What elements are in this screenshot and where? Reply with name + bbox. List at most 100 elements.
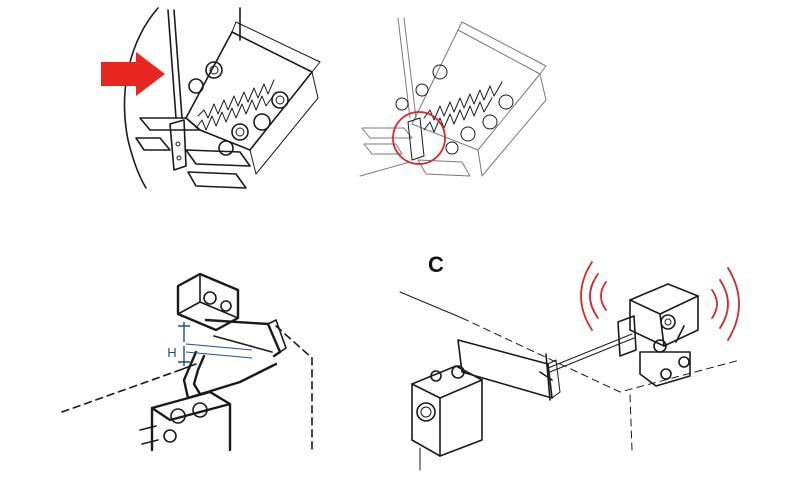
bolt [271,91,289,109]
table-edge-dashed [61,369,181,413]
rail-2 [363,143,403,155]
switch-screw [430,370,442,382]
highlight-circle [392,111,446,165]
wave-arc [600,281,607,311]
clamp-detail [139,425,159,445]
bolt [498,94,514,110]
rail-3 [185,149,251,167]
bolt-center [235,127,245,137]
serrated-jaw-upper [197,79,275,119]
base-screw [678,356,690,368]
vertical-rod [397,17,417,119]
rail-4 [187,171,247,189]
serrated-jaw-upper [423,81,503,121]
housing-screw-center [664,318,672,326]
vertical-plate [457,339,553,399]
actuator-rod [213,335,273,353]
bracket-hole [176,155,182,161]
rod-bracket [407,117,425,161]
switch-button [416,402,436,422]
sensor-mount [617,315,637,357]
dimension-extension [185,343,253,359]
table-corner-dashed [629,394,633,451]
serrated-jaw-lower [423,97,493,133]
bolt [253,113,271,131]
bolt [445,141,459,155]
housing-screw [220,300,232,312]
housing-edges [629,295,699,347]
bolt [432,64,448,80]
bolt [205,61,223,79]
pointer-mark [675,325,685,343]
z-arm [182,350,278,400]
magnifier-frame [123,7,159,189]
table-edge-dashed [461,317,741,393]
wave-arc [589,273,599,319]
base-screw [660,368,672,380]
panel-label-c: C [428,252,444,277]
switch-button-inner [420,406,432,418]
panel-bottom-left: H [61,272,313,452]
bolt [218,140,234,156]
panel-bottom-right [399,261,741,471]
table-edge [179,363,197,371]
plate-lip [457,21,547,75]
sensor-housing [629,283,699,347]
sensor-base [639,351,691,387]
housing-edges [177,273,239,319]
lever-slot [539,353,553,401]
plate-lip [231,21,321,73]
dimension-ticks [178,325,190,363]
vibration-waves-right [711,267,740,341]
clamp-block [150,390,232,452]
panel-top-right [359,17,547,177]
z-arm-inner [192,354,206,396]
serrated-jaw-lower [195,91,277,131]
bolt [231,123,249,141]
rail-1 [361,127,413,139]
bolt-group [188,61,289,156]
table-edge [399,291,463,319]
rod-bracket [169,119,187,171]
clamp-bolt [192,402,208,418]
rail-2 [135,137,171,151]
panel-top-left [101,7,321,189]
bolt [395,97,409,111]
rail-3 [417,159,471,177]
base-plate [185,31,313,151]
clamp-bolt [170,408,186,424]
wave-arc [711,289,718,319]
dimension-label: H [167,345,176,360]
plate-edge [547,359,561,399]
bracket-hole [175,141,181,147]
wave-arc [727,267,740,341]
housing-screw [203,291,217,305]
bolt [415,83,429,97]
bolt [188,78,204,94]
vertical-rod [167,9,183,119]
plate-side [477,73,547,177]
bolt [482,114,498,130]
bolt [460,126,476,142]
table-corner-dashed [275,325,313,451]
wire-rod [547,333,635,373]
bolt-center [275,95,285,105]
plate-side [249,71,319,175]
wave-arc [719,279,729,329]
housing-screw [660,314,676,330]
rail-edge [359,161,411,177]
bolt-group [395,64,514,155]
vibration-waves-left [580,261,607,331]
mounting-bracket [204,318,282,358]
switch-block-edges [411,379,483,457]
base-plate [411,29,541,151]
switch-block [411,365,483,457]
wave-arc [580,261,593,331]
bolt-center [209,65,219,75]
bracket-fold [267,319,287,353]
right-arrow-icon [101,52,165,96]
rail-1 [139,117,201,131]
clamp-bolt [163,429,177,443]
